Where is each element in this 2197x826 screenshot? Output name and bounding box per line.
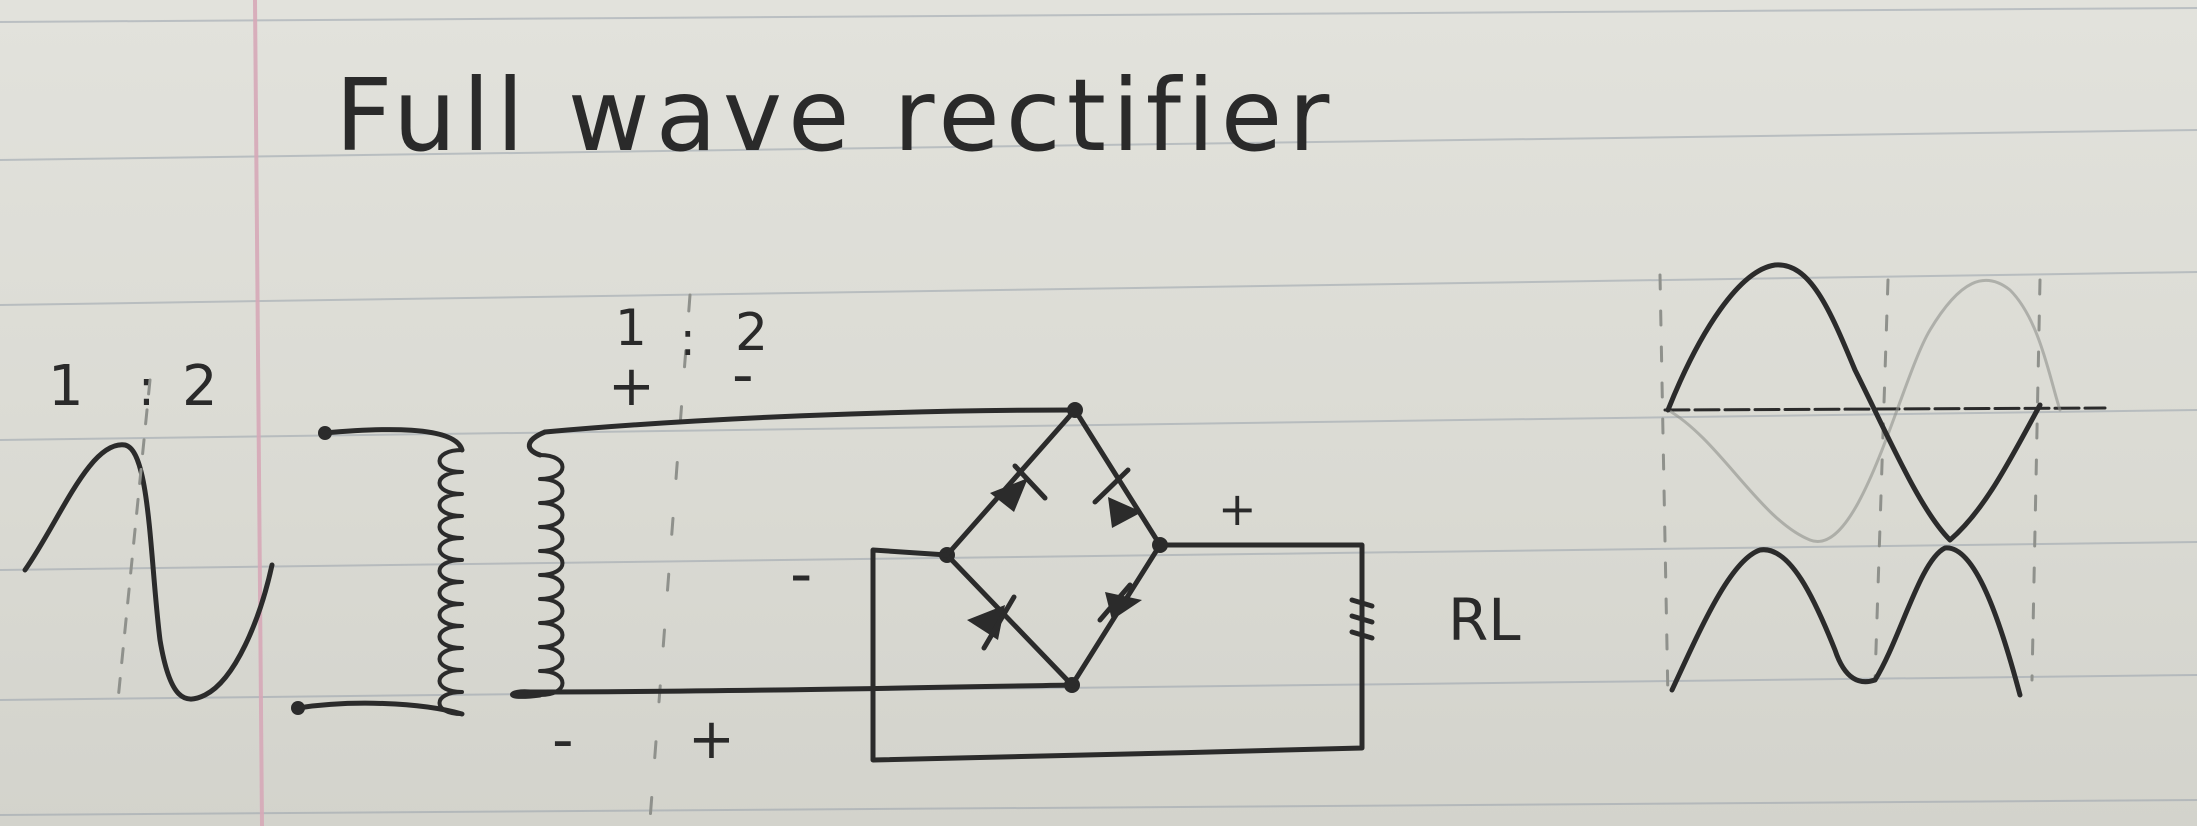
- bridge-wiring: [527, 402, 1365, 763]
- output-axis: [1663, 406, 2107, 412]
- ratio-right-n1: 1: [615, 299, 647, 357]
- output-divider-mid: [1873, 278, 1890, 682]
- ratio-right-sep: :: [680, 312, 696, 366]
- diode-lower-left: [967, 594, 1017, 651]
- polarity-secondary-bottom-right: +: [688, 707, 735, 772]
- output-divider-left: [1658, 273, 1670, 702]
- input-waveform: [22, 378, 275, 702]
- diode-upper-left: [990, 463, 1048, 512]
- ratio-label-right: 1 : 2: [615, 299, 768, 366]
- load-loop: [870, 542, 1365, 763]
- ratio-left-n1: 1: [48, 354, 84, 419]
- bridge-diamond: [944, 407, 1163, 688]
- margin-line: [253, 0, 264, 826]
- ratio-left-n2: 2: [182, 354, 218, 419]
- ratio-right-n2: 2: [735, 303, 768, 363]
- secondary-divider: [648, 293, 692, 822]
- load-label: RL: [1448, 586, 1521, 654]
- polarity-secondary-top-right: -: [732, 340, 754, 410]
- polarity-bridge-right: +: [1218, 482, 1257, 536]
- ratio-left-sep: :: [138, 359, 155, 417]
- load-resistor: [1349, 597, 1375, 641]
- rectified-output: [1669, 545, 2023, 698]
- output-waveforms: [1658, 262, 2107, 702]
- input-wave-divider: [116, 378, 152, 702]
- output-divider-right: [2030, 278, 2042, 682]
- polarity-bridge-left: -: [790, 537, 812, 610]
- output-phase-b: [1666, 279, 2062, 544]
- wire-secondary-top: [542, 407, 1078, 435]
- output-phase-a: [1665, 262, 2043, 543]
- diode-upper-right: [1092, 467, 1142, 528]
- ratio-label-left: 1 : 2: [48, 354, 218, 419]
- diagram-title: Full wave rectifier: [335, 57, 1335, 174]
- diode-lower-right: [1097, 582, 1142, 623]
- polarity-secondary-bottom: -: [552, 705, 574, 775]
- secondary-coil: [510, 429, 565, 699]
- wire-secondary-bottom: [527, 682, 1078, 695]
- primary-coil: [291, 426, 465, 717]
- polarity-secondary-top: +: [608, 354, 655, 419]
